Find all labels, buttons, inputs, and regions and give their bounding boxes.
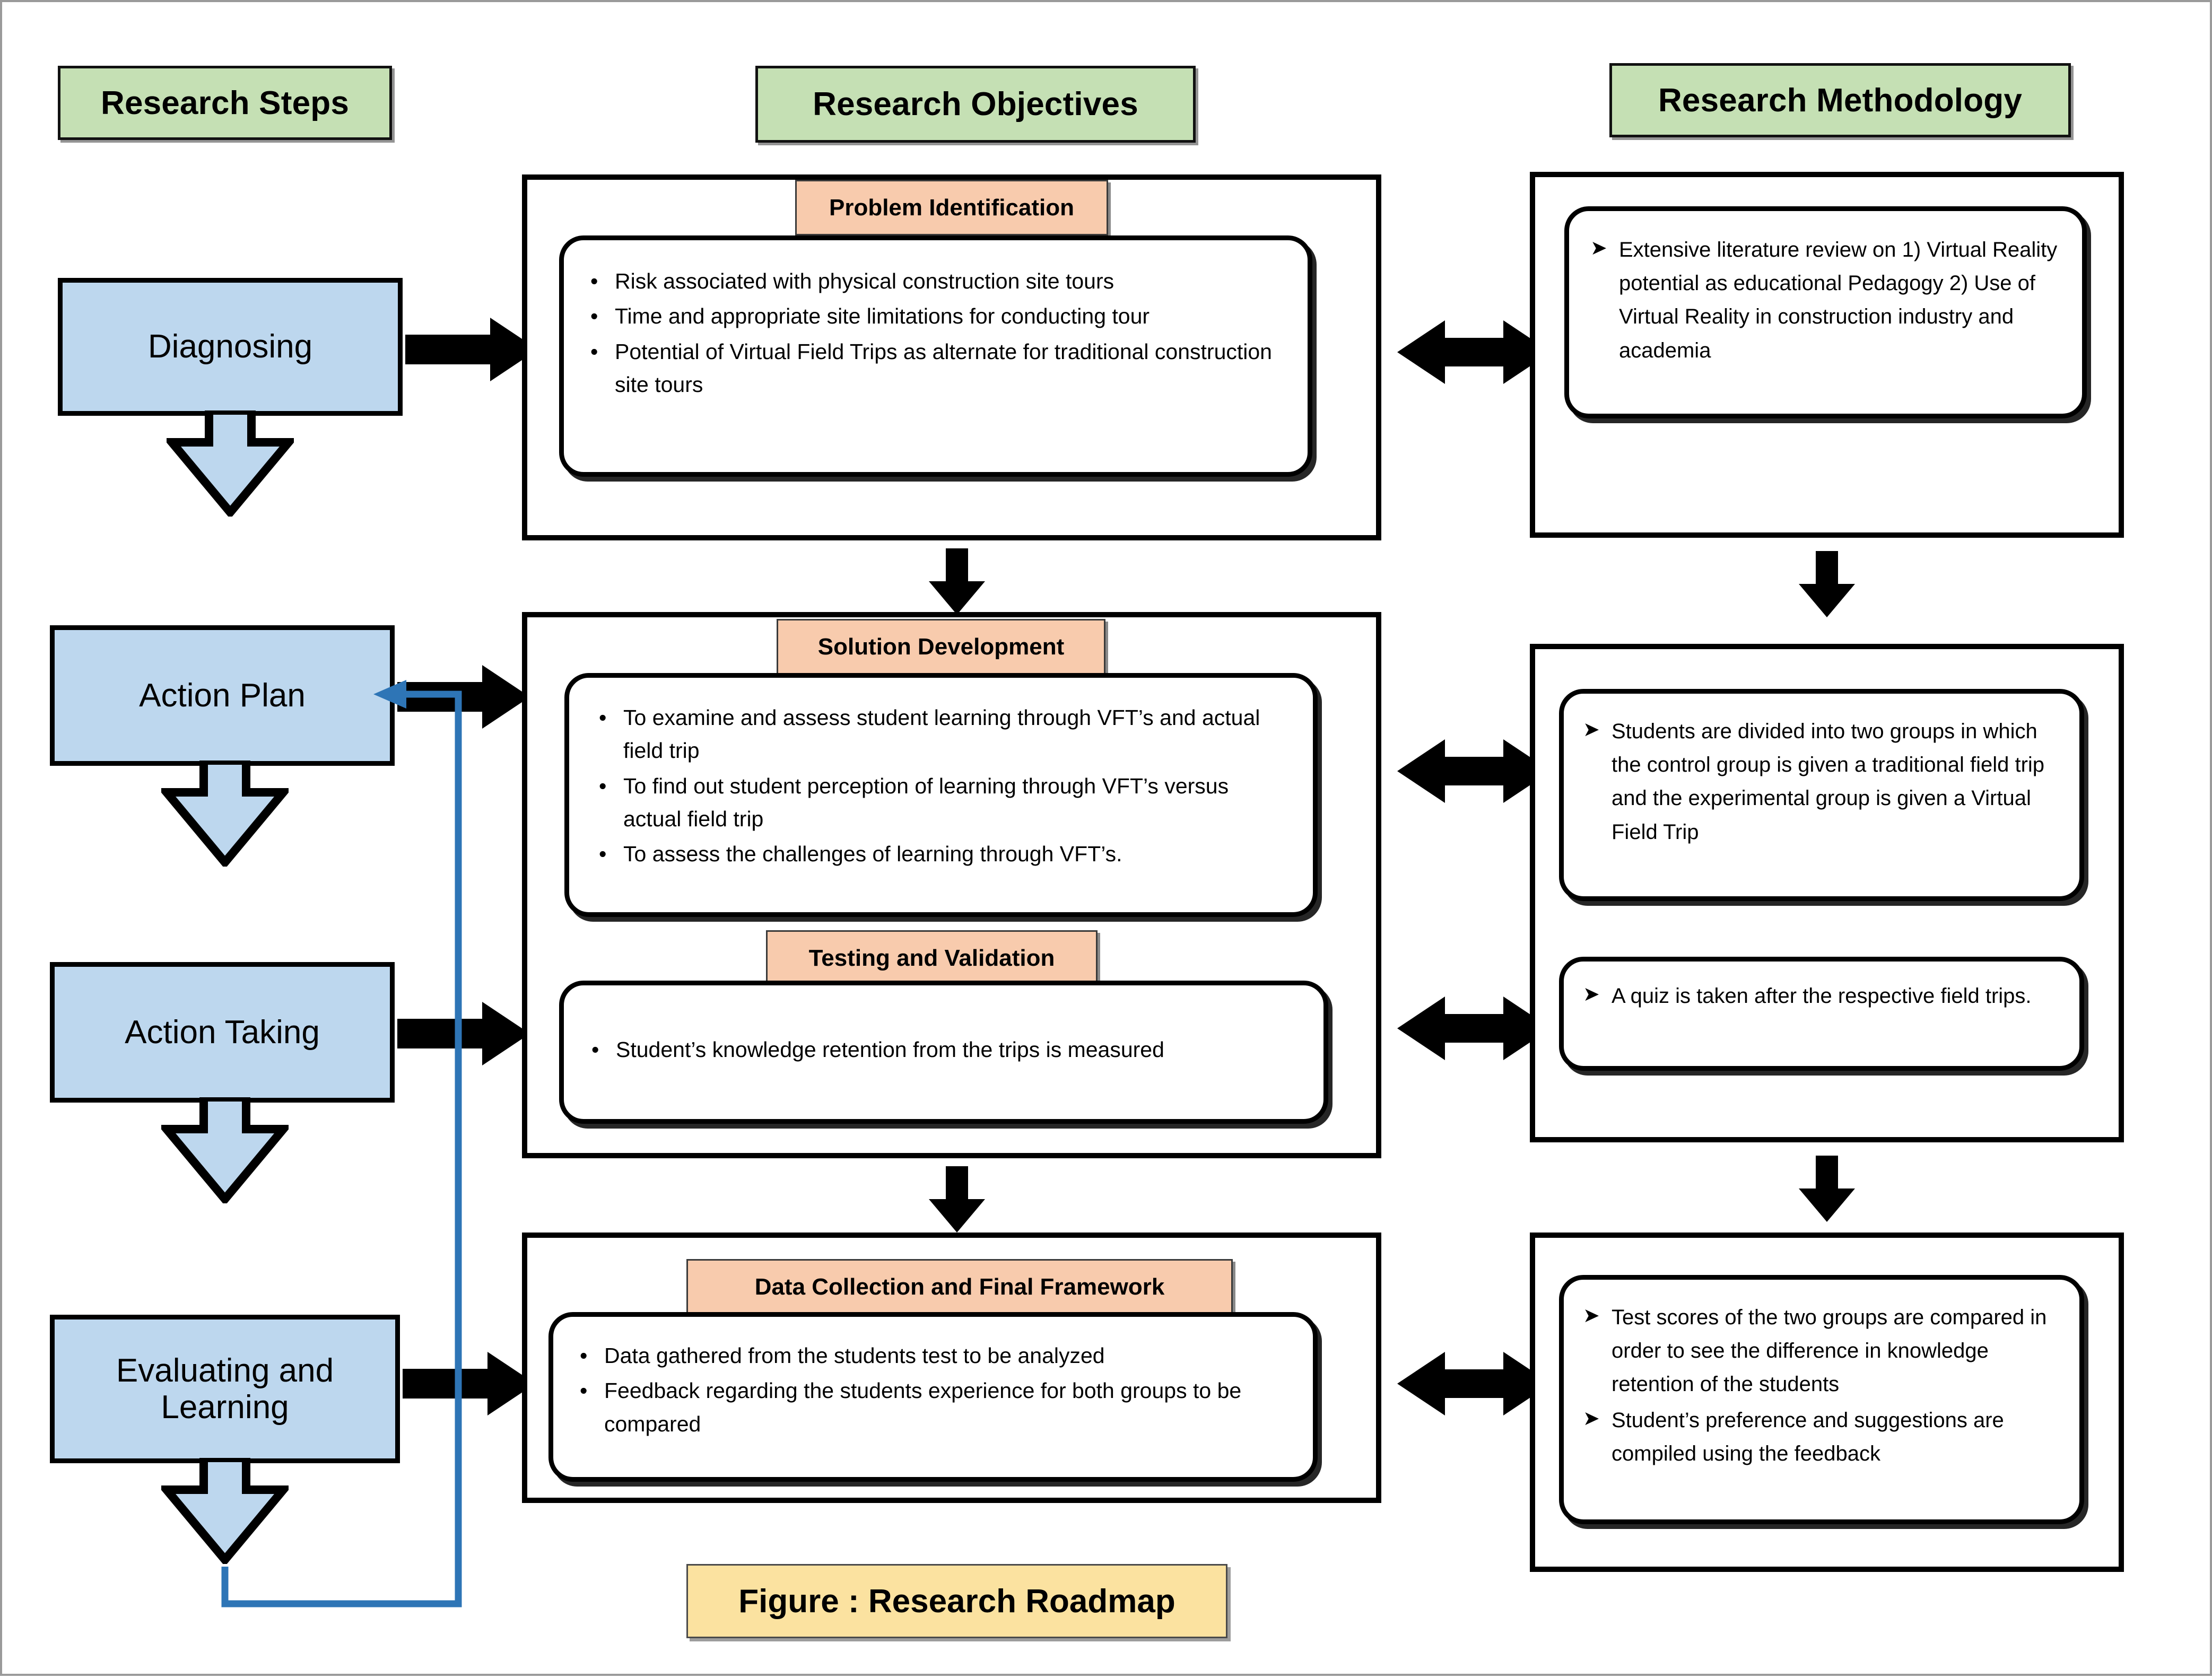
list-item: • To assess the challenges of learning t…	[599, 837, 1288, 870]
bullet-list: ➤ Students are divided into two groups i…	[1583, 715, 2060, 849]
list-item-text: Time and appropriate site limitations fo…	[615, 304, 1150, 329]
tab-solution-development: Solution Development	[777, 619, 1105, 675]
list-item-text: Student’s knowledge retention from the t…	[616, 1037, 1164, 1062]
column-header-research-steps: Research Steps	[58, 66, 392, 140]
column-header-research-objectives: Research Objectives	[755, 66, 1196, 143]
card-methodology-quiz: ➤ A quiz is taken after the respective f…	[1559, 957, 2084, 1071]
card-testing-and-validation: • Student’s knowledge retention from the…	[559, 981, 1328, 1124]
card-problem-identification: • Risk associated with physical construc…	[559, 235, 1312, 477]
right-arrow-icon-action-taking	[397, 1002, 530, 1065]
list-item: • Student’s knowledge retention from the…	[591, 1033, 1299, 1066]
bullet-list: • To examine and assess student learning…	[599, 701, 1288, 871]
figure-caption-label: Figure : Research Roadmap	[738, 1583, 1175, 1620]
list-item: ➤ Extensive literature review on 1) Virt…	[1590, 233, 2061, 368]
bullet-icon: •	[580, 1378, 588, 1403]
bullet-icon: •	[599, 705, 607, 730]
bullet-list: ➤ A quiz is taken after the respective f…	[1583, 980, 2060, 1013]
double-headed-arrow-icon-row3	[1397, 994, 1551, 1063]
list-item-text: To find out student perception of learni…	[623, 773, 1229, 831]
column-header-label: Research Steps	[100, 84, 350, 121]
bullet-icon: •	[590, 269, 598, 293]
bullet-arrow-icon: ➤	[1583, 983, 1600, 1006]
list-item: • Data gathered from the students test t…	[580, 1339, 1288, 1372]
double-headed-arrow-icon-row2	[1397, 737, 1551, 806]
column-header-label: Research Objectives	[813, 86, 1138, 123]
list-item: • To examine and assess student learning…	[599, 701, 1288, 767]
list-item-text: A quiz is taken after the respective fie…	[1612, 984, 2032, 1008]
list-item-text: Student’s preference and suggestions are…	[1612, 1408, 2004, 1465]
step-label: Action Taking	[125, 1013, 320, 1051]
step-chevron-action-plan	[161, 761, 289, 867]
list-item: • Time and appropriate site limitations …	[590, 300, 1283, 333]
list-item-text: Potential of Virtual Field Trips as alte…	[615, 339, 1272, 397]
bullet-list: • Risk associated with physical construc…	[590, 265, 1283, 401]
tab-problem-identification: Problem Identification	[795, 180, 1108, 235]
card-methodology-test-scores: ➤ Test scores of the two groups are comp…	[1559, 1275, 2084, 1524]
column-header-label: Research Methodology	[1658, 82, 2023, 119]
down-arrow-icon-objectives-1-2	[928, 548, 986, 615]
card-methodology-literature-review: ➤ Extensive literature review on 1) Virt…	[1564, 206, 2087, 418]
list-item: • To find out student perception of lear…	[599, 770, 1288, 836]
bullet-list: ➤ Extensive literature review on 1) Virt…	[1590, 233, 2061, 368]
list-item: • Feedback regarding the students experi…	[580, 1374, 1288, 1440]
double-headed-arrow-icon-row1	[1397, 318, 1551, 387]
card-data-collection: • Data gathered from the students test t…	[548, 1312, 1318, 1482]
list-item-text: Students are divided into two groups in …	[1612, 720, 2045, 844]
bullet-arrow-icon: ➤	[1583, 1305, 1600, 1327]
double-headed-arrow-icon-row4	[1397, 1349, 1551, 1418]
list-item: ➤ Student’s preference and suggestions a…	[1583, 1404, 2060, 1471]
bullet-arrow-icon: ➤	[1583, 1407, 1600, 1430]
step-label: Diagnosing	[147, 328, 313, 365]
list-item: ➤ A quiz is taken after the respective f…	[1583, 980, 2060, 1013]
down-arrow-icon-objectives-2-3	[928, 1166, 986, 1233]
figure-caption: Figure : Research Roadmap	[686, 1564, 1227, 1638]
right-arrow-icon-diagnosing	[405, 318, 538, 381]
bullet-icon: •	[590, 304, 598, 329]
bullet-arrow-icon: ➤	[1590, 237, 1607, 259]
step-chevron-action-taking	[161, 1097, 289, 1203]
list-item: ➤ Test scores of the two groups are comp…	[1583, 1301, 2060, 1402]
bullet-icon: •	[580, 1343, 588, 1368]
step-label: Action Plan	[139, 677, 306, 714]
tab-testing-and-validation: Testing and Validation	[766, 930, 1098, 986]
list-item: • Risk associated with physical construc…	[590, 265, 1283, 298]
step-box-evaluating-and-learning[interactable]: Evaluating and Learning	[50, 1315, 400, 1463]
bullet-icon: •	[599, 842, 607, 867]
bullet-list: • Student’s knowledge retention from the…	[591, 1033, 1299, 1066]
list-item: • Potential of Virtual Field Trips as al…	[590, 335, 1283, 401]
step-label: Evaluating and Learning	[116, 1352, 334, 1426]
card-solution-development: • To examine and assess student learning…	[564, 673, 1318, 917]
card-methodology-two-groups: ➤ Students are divided into two groups i…	[1559, 689, 2084, 901]
step-box-action-plan[interactable]: Action Plan	[50, 625, 395, 766]
list-item-text: To examine and assess student learning t…	[623, 705, 1260, 763]
down-arrow-icon-methodology-2-3	[1798, 1156, 1856, 1222]
tab-label: Solution Development	[817, 633, 1065, 660]
list-item-text: Data gathered from the students test to …	[604, 1343, 1105, 1368]
bullet-icon: •	[599, 773, 607, 798]
step-box-diagnosing[interactable]: Diagnosing	[58, 278, 403, 416]
step-box-action-taking[interactable]: Action Taking	[50, 962, 395, 1103]
right-arrow-icon-action-plan	[397, 665, 530, 729]
bullet-list: ➤ Test scores of the two groups are comp…	[1583, 1301, 2060, 1471]
tab-data-collection: Data Collection and Final Framework	[686, 1259, 1233, 1315]
column-header-research-methodology: Research Methodology	[1609, 63, 2071, 137]
list-item-text: Extensive literature review on 1) Virtua…	[1619, 238, 2058, 362]
bullet-icon: •	[591, 1037, 599, 1062]
tab-label: Problem Identification	[829, 194, 1075, 221]
list-item: ➤ Students are divided into two groups i…	[1583, 715, 2060, 849]
down-arrow-icon-methodology-1-2	[1798, 551, 1856, 617]
step-chevron-diagnosing	[167, 410, 294, 517]
list-item-text: Test scores of the two groups are compar…	[1612, 1306, 2047, 1396]
bullet-arrow-icon: ➤	[1583, 719, 1600, 741]
step-chevron-evaluating	[161, 1458, 289, 1564]
list-item-text: To assess the challenges of learning thr…	[623, 842, 1122, 867]
list-item-text: Feedback regarding the students experien…	[604, 1378, 1242, 1436]
bullet-list: • Data gathered from the students test t…	[580, 1339, 1288, 1440]
tab-label: Testing and Validation	[808, 945, 1055, 971]
tab-label: Data Collection and Final Framework	[754, 1273, 1165, 1300]
right-arrow-icon-evaluating	[403, 1352, 535, 1415]
list-item-text: Risk associated with physical constructi…	[615, 269, 1114, 293]
bullet-icon: •	[590, 339, 598, 364]
